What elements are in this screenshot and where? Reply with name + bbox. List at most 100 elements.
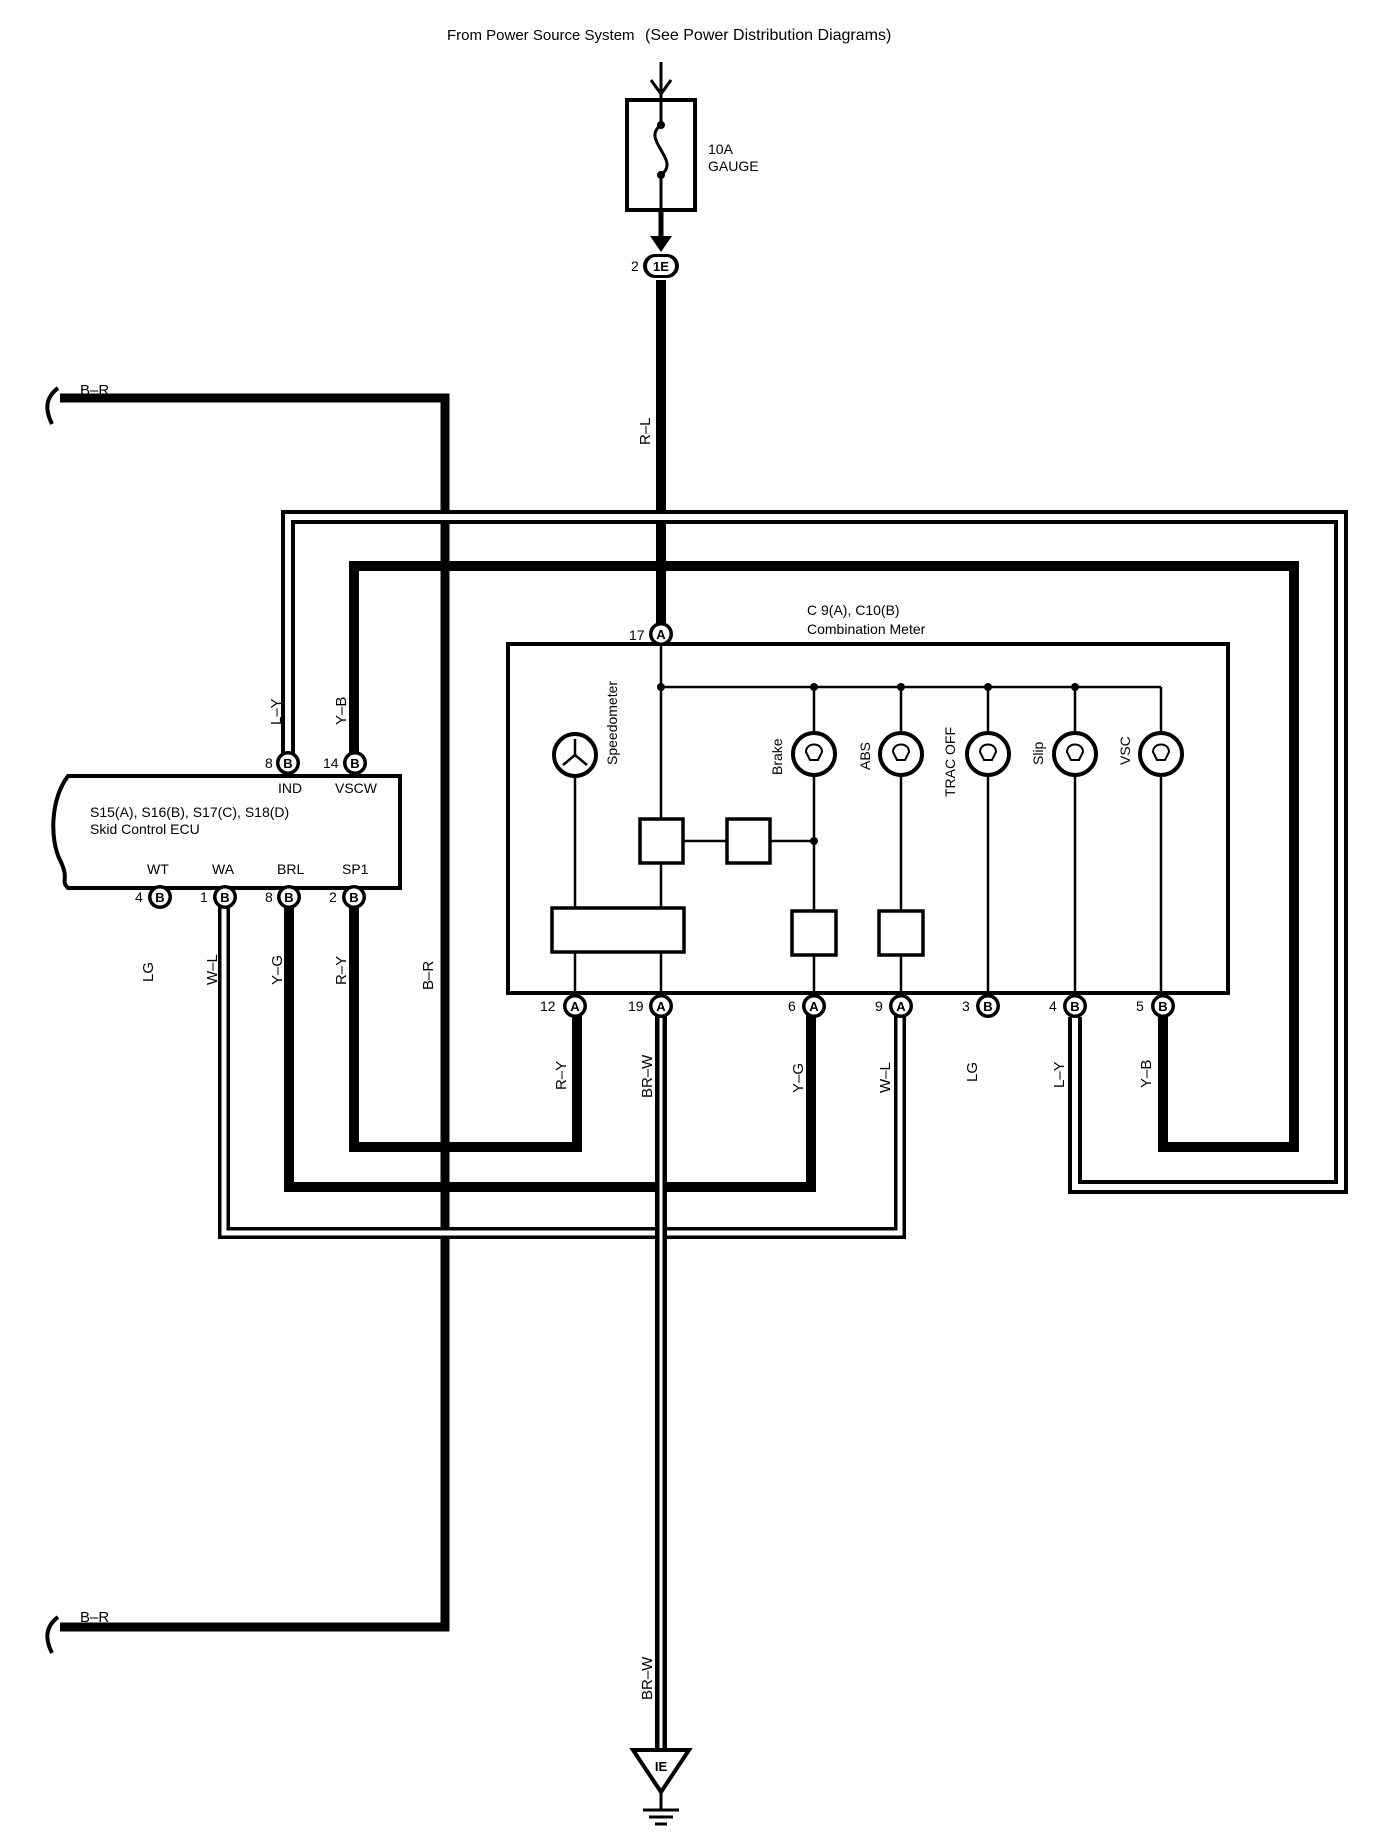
wire-break-bottom-icon bbox=[45, 1615, 60, 1654]
meter-name: Combination Meter bbox=[807, 621, 926, 637]
ecu-pin-brl: BRL 8 B bbox=[265, 861, 304, 909]
svg-text:5: 5 bbox=[1136, 998, 1144, 1014]
speedometer-gauge-icon bbox=[552, 732, 598, 778]
wire-yb-ecu-label: Y–B bbox=[333, 697, 350, 725]
ecu-pin-vscw: 14 B VSCW bbox=[323, 751, 378, 796]
ecu-connectors: S15(A), S16(B), S17(C), S18(D) bbox=[90, 804, 289, 820]
svg-text:17: 17 bbox=[629, 627, 645, 643]
indicator-abs-label: ABS bbox=[857, 742, 873, 770]
skid-control-ecu bbox=[51, 774, 402, 890]
wire-br-mid-label: B–R bbox=[420, 961, 437, 990]
wire-break-top-icon bbox=[45, 386, 60, 425]
meter-brake-driver bbox=[790, 909, 838, 957]
wire-br-top-label: B–R bbox=[80, 382, 109, 399]
indicator-slip-label: Slip bbox=[1030, 741, 1046, 765]
indicator-trac-off-label: TRAC OFF bbox=[942, 727, 958, 797]
wire-yb-meter-label: Y–B bbox=[1138, 1060, 1155, 1088]
svg-text:B: B bbox=[220, 890, 229, 905]
indicator-vsc-label: VSC bbox=[1117, 736, 1133, 765]
svg-text:A: A bbox=[656, 999, 666, 1014]
svg-text:B: B bbox=[1158, 999, 1167, 1014]
svg-text:B: B bbox=[349, 890, 358, 905]
wire-yg-meter-label: Y–G bbox=[790, 1063, 807, 1093]
svg-text:WT: WT bbox=[147, 861, 169, 877]
fuse-name: GAUGE bbox=[708, 158, 759, 174]
svg-text:2: 2 bbox=[329, 889, 337, 905]
wire-lg-ecu-label: LG bbox=[140, 962, 157, 982]
svg-text:1E: 1E bbox=[653, 259, 669, 274]
svg-text:A: A bbox=[656, 627, 666, 642]
meter-abs-driver bbox=[877, 909, 925, 957]
vsc-lamp-icon bbox=[1138, 731, 1184, 777]
meter-pin-12a: 12 A bbox=[540, 994, 587, 1018]
abs-lamp-icon bbox=[878, 731, 924, 777]
svg-text:A: A bbox=[896, 999, 906, 1014]
power-arrow-icon bbox=[649, 62, 673, 100]
ecu-pin-wa: WA 1 B bbox=[200, 861, 237, 909]
header-note: (See Power Distribution Diagrams) bbox=[645, 27, 891, 44]
svg-text:B: B bbox=[155, 890, 164, 905]
wire-br-bottom-label: B–R bbox=[80, 1609, 109, 1626]
svg-text:B: B bbox=[284, 890, 293, 905]
svg-text:1: 1 bbox=[200, 889, 208, 905]
brake-lamp-icon bbox=[791, 731, 837, 777]
wire-wl-ecu-label: W–L bbox=[204, 954, 221, 985]
svg-text:IND: IND bbox=[278, 780, 302, 796]
fuse-rating: 10A bbox=[708, 141, 734, 157]
svg-text:WA: WA bbox=[212, 861, 235, 877]
wire-ry-meter-label: R–Y bbox=[553, 1061, 570, 1090]
meter-pin-4b: 4 B bbox=[1049, 994, 1087, 1018]
meter-ic-block-2 bbox=[725, 817, 772, 865]
indicator-speedometer-label: Speedometer bbox=[604, 681, 620, 765]
svg-text:8: 8 bbox=[265, 889, 273, 905]
ecu-pin-wt: WT 4 B bbox=[135, 861, 172, 909]
meter-pin-3b: 3 B bbox=[962, 994, 1000, 1018]
svg-text:8: 8 bbox=[265, 755, 273, 771]
slip-lamp-icon bbox=[1052, 731, 1098, 777]
svg-text:B: B bbox=[283, 756, 292, 771]
wire-brw-meter-label: BR–W bbox=[639, 1054, 656, 1098]
svg-text:VSCW: VSCW bbox=[335, 780, 378, 796]
wire-wl-meter-label: W–L bbox=[877, 1062, 894, 1093]
meter-pin-5b: 5 B bbox=[1136, 994, 1175, 1018]
ecu-pin-sp1: SP1 2 B bbox=[329, 861, 369, 909]
svg-text:B: B bbox=[1070, 999, 1079, 1014]
meter-pin-17a: 17 A bbox=[629, 622, 673, 646]
junction-1e-connector: 1E bbox=[643, 254, 679, 278]
svg-text:12: 12 bbox=[540, 998, 556, 1014]
wire-ly-meter-label: L–Y bbox=[1051, 1061, 1068, 1088]
meter-ic-block-1 bbox=[638, 817, 685, 865]
svg-text:14: 14 bbox=[323, 755, 339, 771]
svg-text:6: 6 bbox=[788, 998, 796, 1014]
svg-text:19: 19 bbox=[628, 998, 644, 1014]
svg-text:B: B bbox=[350, 756, 359, 771]
arrow-down-icon bbox=[650, 236, 672, 252]
svg-text:IE: IE bbox=[655, 1759, 668, 1774]
indicator-brake-label: Brake bbox=[769, 738, 785, 775]
svg-text:4: 4 bbox=[135, 889, 143, 905]
wire-brw-ground-label: BR–W bbox=[639, 1656, 656, 1700]
wire-lg-meter-label: LG bbox=[964, 1062, 981, 1082]
trac-off-lamp-icon bbox=[965, 731, 1011, 777]
svg-text:BRL: BRL bbox=[277, 861, 304, 877]
meter-pin-19a: 19 A bbox=[628, 994, 673, 1018]
fuse-10a-gauge bbox=[625, 98, 697, 212]
svg-text:B: B bbox=[983, 999, 992, 1014]
svg-text:4: 4 bbox=[1049, 998, 1057, 1014]
ecu-pin-ind: 8 B IND bbox=[265, 751, 302, 796]
junction-top-pin: 2 bbox=[631, 258, 639, 274]
svg-text:A: A bbox=[570, 999, 580, 1014]
wire-ry-ecu-label: R–Y bbox=[333, 956, 350, 985]
svg-text:SP1: SP1 bbox=[342, 861, 369, 877]
header-source: From Power Source System bbox=[447, 27, 635, 44]
meter-pin-6a: 6 A bbox=[788, 994, 826, 1018]
svg-text:A: A bbox=[809, 999, 819, 1014]
ecu-name: Skid Control ECU bbox=[90, 821, 200, 837]
meter-speed-circuit bbox=[550, 906, 686, 954]
svg-text:9: 9 bbox=[875, 998, 883, 1014]
meter-pin-9a: 9 A bbox=[875, 994, 913, 1018]
ground-ie-icon: IE bbox=[629, 1748, 693, 1826]
wire-ly-ecu-label: L–Y bbox=[268, 698, 285, 725]
meter-connectors: C 9(A), C10(B) bbox=[807, 602, 900, 618]
